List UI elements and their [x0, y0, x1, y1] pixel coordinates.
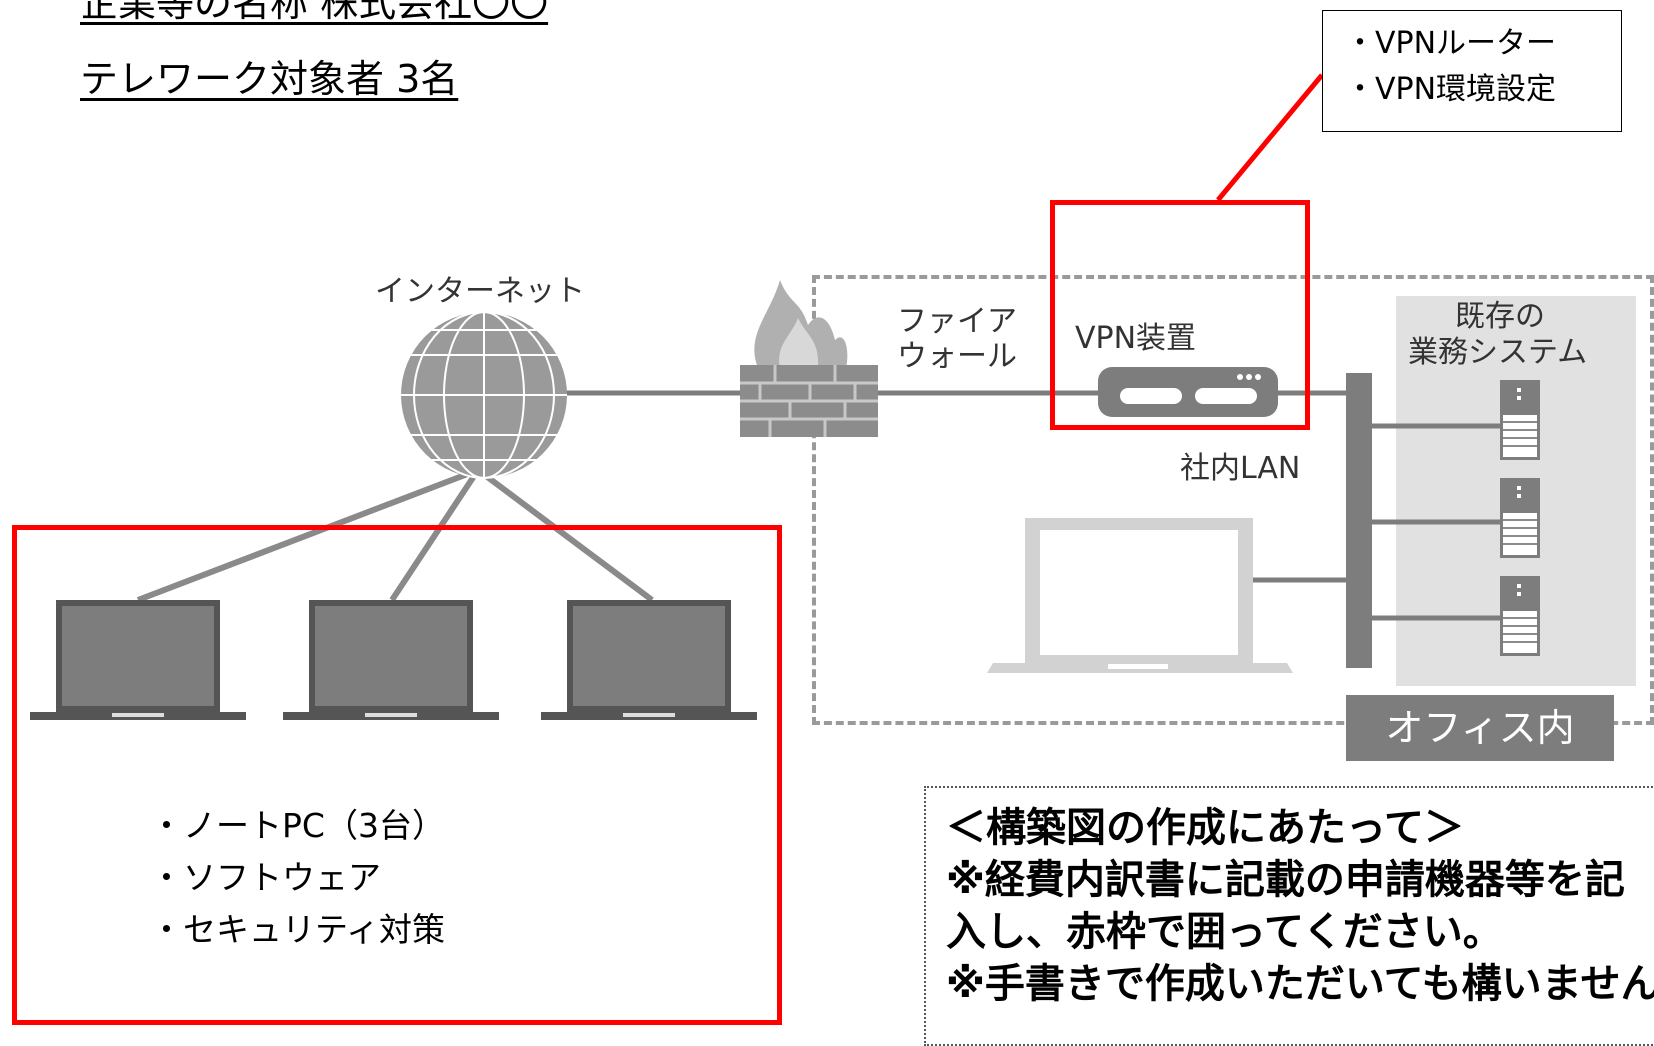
telework-laptop-icon-1 [30, 600, 246, 720]
telework-links [136, 467, 654, 603]
vpn-highlight-box [1050, 200, 1310, 430]
firewall-label-line1: ファイア [897, 304, 1017, 339]
company-name-heading: 企業等の名称 株式会社〇〇 [80, 0, 549, 25]
office-laptop-icon [987, 518, 1293, 673]
server-icon-3 [1500, 576, 1540, 656]
firewall-label-line2: ウォール [897, 339, 1017, 374]
callout-item-router: ・VPNルーター [1345, 26, 1557, 61]
telework-item-software: ・ソフトウェア [150, 858, 381, 897]
lan-bus-bar [1346, 373, 1372, 668]
telework-count-heading: テレワーク対象者 3名 [80, 57, 459, 101]
office-area-boundary [812, 275, 1654, 725]
business-system-label-line2: 業務システム [1408, 335, 1588, 370]
telework-item-laptops: ・ノートPC（3台） [150, 806, 445, 845]
lan-label: 社内LAN [1180, 451, 1301, 486]
business-system-label-line1: 既存の [1455, 299, 1545, 334]
telework-item-security: ・セキュリティ対策 [150, 910, 446, 949]
notes-line-3: ※手書きで作成いただいても構いません。 [946, 961, 1654, 1007]
callout-leader-line [1216, 73, 1324, 202]
notes-line-1: ※経費内訳書に記載の申請機器等を記 [946, 857, 1625, 903]
office-label-badge: オフィス内 [1346, 695, 1614, 761]
notes-heading: ＜構築図の作成にあたって＞ [946, 805, 1464, 851]
telework-laptop-icon-2 [283, 600, 499, 720]
vpn-device-icon [1098, 367, 1278, 417]
diagram-instructions-box: ＜構築図の作成にあたって＞ ※経費内訳書に記載の申請機器等を記 入し、赤枠で囲っ… [924, 786, 1654, 1046]
vpn-device-label: VPN装置 [1075, 321, 1197, 356]
vpn-equipment-callout: ・VPNルーター ・VPN環境設定 [1322, 10, 1622, 132]
telework-equipment-list: ・ノートPC（3台） ・ソフトウェア ・セキュリティ対策 [150, 800, 445, 956]
telework-laptop-icon-3 [541, 600, 757, 720]
server-icon-2 [1500, 478, 1540, 558]
firewall-icon [740, 280, 878, 437]
notes-line-2: 入し、赤枠で囲ってください。 [946, 909, 1503, 955]
globe-icon [401, 311, 567, 479]
internet-label: インターネット [375, 274, 585, 309]
callout-item-config: ・VPN環境設定 [1345, 72, 1557, 107]
connection-lines [565, 390, 1500, 621]
network-diagram [30, 73, 1540, 720]
server-icon-1 [1500, 380, 1540, 460]
